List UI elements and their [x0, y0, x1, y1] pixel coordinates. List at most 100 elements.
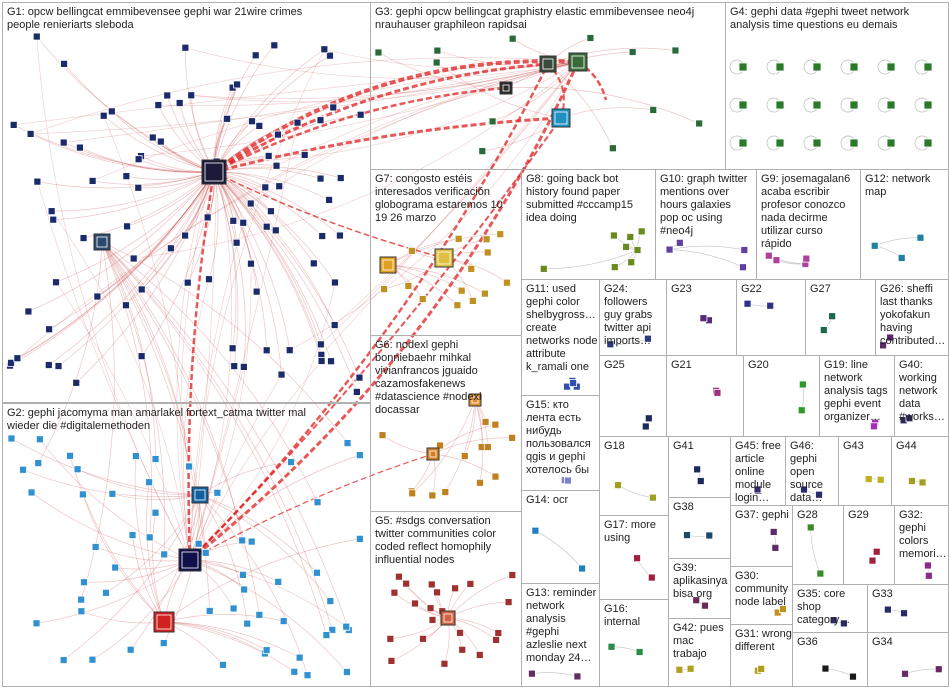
edge [199, 494, 318, 574]
user-node [849, 672, 857, 681]
edge [531, 672, 578, 677]
user-node [508, 433, 517, 442]
user-node [433, 46, 442, 55]
group-panel-g36 [792, 632, 868, 687]
user-node [675, 665, 684, 674]
user-node [102, 588, 110, 597]
user-node [313, 498, 322, 507]
edge [189, 366, 245, 561]
user-node [460, 452, 469, 460]
user-node [828, 312, 837, 321]
user-node [295, 653, 304, 662]
user-node [229, 604, 238, 613]
user-node [419, 634, 427, 643]
edge [213, 171, 237, 349]
group-label-g25: G25 [604, 359, 625, 371]
edge [36, 559, 191, 624]
edge [387, 264, 486, 294]
user-node [380, 285, 389, 294]
user-node [252, 287, 261, 296]
user-node [266, 207, 275, 216]
edge-layer [9, 36, 939, 677]
user-node [802, 254, 811, 263]
hub-node-frame [181, 551, 199, 569]
user-node [496, 230, 505, 239]
edge [474, 399, 484, 483]
edge [17, 171, 215, 359]
user-node [696, 477, 705, 485]
user-node [610, 263, 619, 272]
user-node [769, 528, 778, 536]
user-node [313, 568, 321, 577]
user-node [870, 241, 879, 250]
inter-group-edge [213, 62, 549, 174]
user-node [622, 242, 631, 251]
user-node [47, 207, 56, 216]
user-node [872, 547, 881, 556]
edge [30, 133, 215, 173]
user-node [317, 357, 326, 365]
user-node [457, 286, 466, 295]
user-node [45, 325, 53, 334]
user-node [771, 543, 780, 552]
group-label-g20: G20 [748, 359, 769, 371]
user-node [648, 493, 657, 502]
user-node [309, 259, 318, 268]
user-node [77, 595, 86, 604]
user-node [59, 656, 68, 664]
user-node [699, 314, 708, 323]
edge [51, 210, 191, 561]
user-node [134, 155, 143, 164]
user-node [740, 246, 749, 254]
edge [810, 527, 821, 574]
user-node [240, 585, 249, 594]
user-node [274, 577, 283, 586]
edge [11, 438, 201, 496]
user-node [483, 443, 492, 451]
edge [191, 61, 579, 100]
edge [152, 512, 165, 623]
hub-node-frame [429, 450, 437, 458]
user-node [248, 117, 256, 126]
user-node [303, 671, 312, 680]
user-node [325, 196, 333, 204]
edge [82, 494, 165, 623]
user-node [849, 62, 859, 72]
user-node [386, 634, 395, 643]
user-node [900, 609, 908, 618]
user-node [355, 534, 364, 543]
edge [80, 241, 115, 600]
user-node [934, 665, 943, 674]
user-node [159, 639, 168, 647]
user-node [44, 361, 53, 369]
edge [669, 249, 744, 268]
edge [447, 601, 509, 619]
user-node [316, 116, 325, 125]
user-node [849, 100, 859, 110]
user-node [649, 106, 658, 114]
user-node [160, 550, 169, 559]
user-node [812, 138, 822, 148]
user-node [275, 182, 284, 191]
user-node [223, 114, 232, 123]
edge [97, 61, 579, 297]
hub-node [93, 233, 111, 251]
user-node [247, 259, 255, 268]
edge [189, 374, 282, 561]
user-node [494, 629, 503, 637]
user-node [13, 354, 22, 363]
user-node [812, 62, 822, 72]
user-node [342, 622, 351, 631]
user-node [849, 138, 859, 148]
edge [213, 171, 246, 367]
user-node [93, 292, 102, 301]
edge [189, 454, 360, 561]
edge [101, 241, 350, 631]
user-node [129, 254, 138, 263]
edge [189, 559, 348, 673]
